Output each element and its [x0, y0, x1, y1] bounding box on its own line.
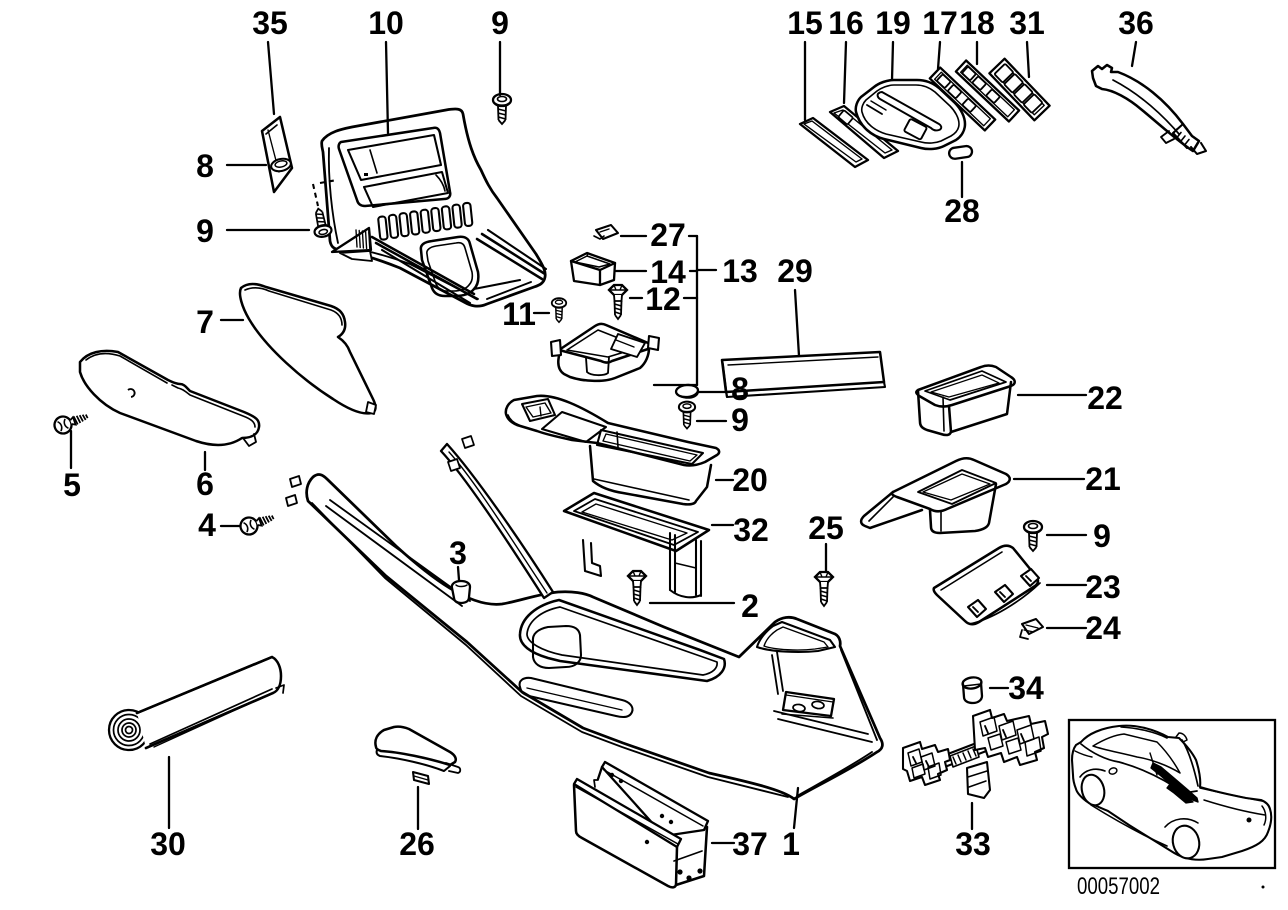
svg-text:1: 1 — [782, 826, 800, 862]
svg-text:10: 10 — [368, 5, 404, 41]
svg-text:23: 23 — [1085, 569, 1121, 605]
svg-text:19: 19 — [875, 5, 911, 41]
svg-text:32: 32 — [733, 512, 769, 548]
svg-text:37: 37 — [732, 826, 768, 862]
svg-text:17: 17 — [922, 5, 958, 41]
svg-text:35: 35 — [252, 5, 288, 41]
svg-text:29: 29 — [777, 253, 813, 289]
svg-text:18: 18 — [959, 5, 995, 41]
svg-text:34: 34 — [1008, 670, 1044, 706]
svg-text:31: 31 — [1009, 5, 1045, 41]
svg-text:9: 9 — [1093, 518, 1111, 554]
svg-text:16: 16 — [828, 5, 864, 41]
svg-text:13: 13 — [722, 253, 758, 289]
svg-text:9: 9 — [731, 402, 749, 438]
svg-text:24: 24 — [1085, 610, 1121, 646]
svg-text:4: 4 — [198, 507, 216, 543]
svg-text:12: 12 — [645, 281, 681, 317]
svg-text:36: 36 — [1118, 5, 1154, 41]
svg-text:14: 14 — [650, 254, 686, 290]
svg-text:22: 22 — [1087, 380, 1123, 416]
svg-text:30: 30 — [150, 826, 186, 862]
svg-text:9: 9 — [196, 213, 214, 249]
svg-text:20: 20 — [732, 462, 768, 498]
svg-text:25: 25 — [808, 510, 844, 546]
svg-text:7: 7 — [196, 304, 214, 340]
svg-text:8: 8 — [196, 148, 214, 184]
svg-text:27: 27 — [650, 217, 686, 253]
svg-text:28: 28 — [944, 193, 980, 229]
svg-text:00057002: 00057002 — [1077, 873, 1160, 900]
svg-text:26: 26 — [399, 826, 435, 862]
svg-text:8: 8 — [731, 371, 749, 407]
svg-text:6: 6 — [196, 466, 214, 502]
svg-text:33: 33 — [955, 826, 991, 862]
svg-text:2: 2 — [741, 588, 759, 624]
svg-text:11: 11 — [502, 296, 536, 332]
svg-text:3: 3 — [449, 535, 467, 571]
svg-text:5: 5 — [63, 467, 81, 503]
svg-text:21: 21 — [1085, 461, 1121, 497]
svg-text:9: 9 — [491, 5, 509, 41]
svg-text:15: 15 — [787, 5, 823, 41]
